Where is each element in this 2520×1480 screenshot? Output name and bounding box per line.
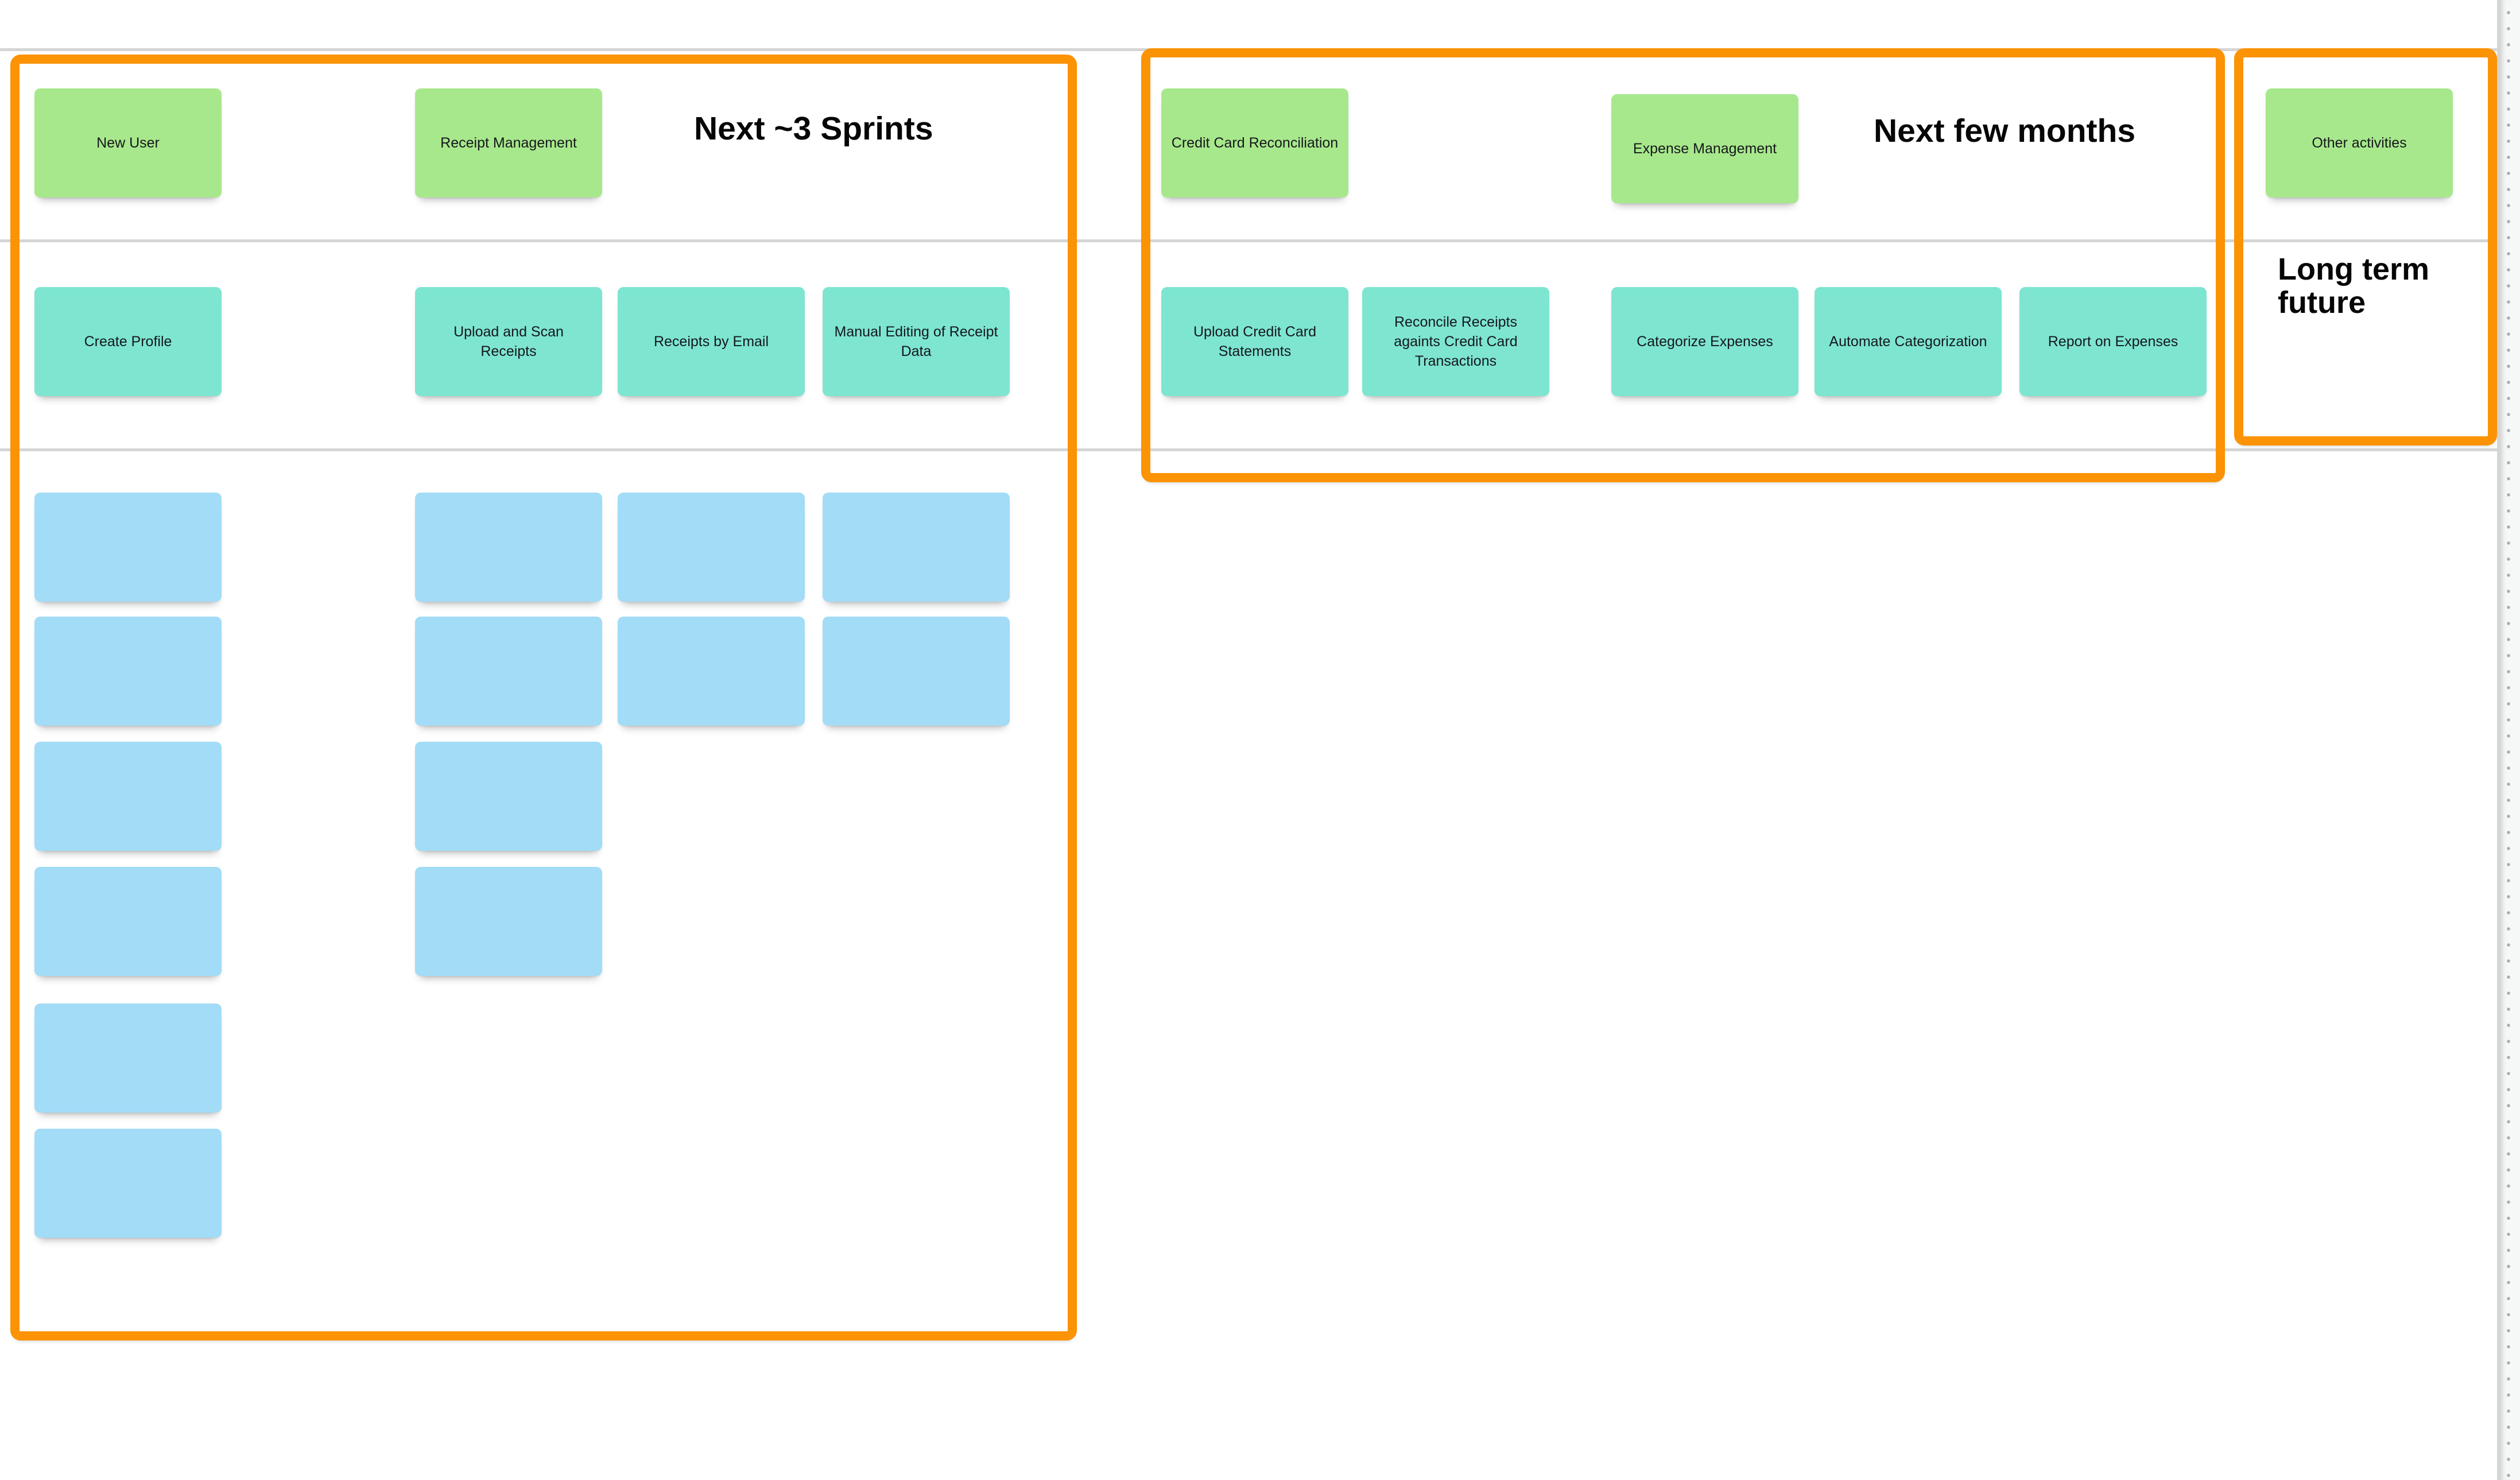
sticky-note-blank[interactable]	[415, 742, 602, 851]
sticky-note-text: Reconcile Receipts	[1394, 314, 1517, 330]
sticky-note-text: Receipt Management	[440, 135, 577, 151]
sticky-note-blank[interactable]	[618, 617, 805, 726]
sticky-note-text: Upload and Scan	[453, 324, 564, 340]
sticky-note-text: Transactions	[1414, 353, 1497, 369]
sticky-note-receipt-management[interactable]: Receipt Management	[415, 88, 602, 197]
sticky-note-text: againts Credit Card	[1394, 334, 1518, 350]
sticky-note-text: Report on Expenses	[2048, 334, 2178, 350]
row-divider-line-middle	[0, 239, 2498, 242]
frame-long-term-future[interactable]	[2234, 48, 2497, 445]
frame-next-few-months[interactable]	[1141, 48, 2225, 482]
frame-edge-line	[2497, 0, 2500, 1480]
sticky-note-blank[interactable]	[618, 493, 805, 602]
sticky-note-text: Expense Management	[1633, 141, 1777, 157]
sticky-note-create-profile[interactable]: Create Profile	[34, 287, 222, 396]
sticky-note-blank[interactable]	[34, 1129, 222, 1238]
sticky-note-other-activities[interactable]: Other activities	[2266, 88, 2453, 197]
sticky-note-categorize-expenses[interactable]: Categorize Expenses	[1611, 287, 1798, 396]
frame-title-next-few-months[interactable]: Next few months	[1874, 113, 2136, 149]
sticky-note-blank[interactable]	[34, 617, 222, 726]
sticky-note-text: Data	[901, 343, 932, 359]
sticky-note-blank[interactable]	[34, 867, 222, 976]
sticky-note-blank[interactable]	[823, 617, 1010, 726]
frame-title-next-3-sprints[interactable]: Next ~3 Sprints	[694, 110, 933, 147]
row-divider-line-bottom	[0, 448, 2498, 451]
sticky-note-text: New User	[96, 135, 160, 151]
sticky-note-text: Other activities	[2312, 135, 2407, 151]
sticky-note-credit-card-reconciliation[interactable]: Credit Card Reconciliation	[1161, 88, 1348, 197]
sticky-note-text: Create Profile	[84, 334, 172, 350]
sticky-note-blank[interactable]	[34, 1004, 222, 1113]
sticky-note-blank[interactable]	[34, 493, 222, 602]
sticky-note-blank[interactable]	[415, 617, 602, 726]
sticky-note-text: Receipts by Email	[653, 334, 769, 350]
sticky-note-automate-categorization[interactable]: Automate Categorization	[1815, 287, 2002, 396]
sticky-note-expense-management[interactable]: Expense Management	[1611, 94, 1798, 203]
sticky-note-receipts-by-email[interactable]: Receipts by Email	[618, 287, 805, 396]
sticky-note-text: Receipts	[480, 343, 537, 359]
sticky-note-text: Statements	[1218, 343, 1292, 359]
sticky-note-new-user[interactable]: New User	[34, 88, 222, 197]
sticky-note-text: Credit Card Reconciliation	[1171, 135, 1339, 151]
sticky-note-blank[interactable]	[415, 867, 602, 976]
sticky-note-blank[interactable]	[34, 742, 222, 851]
sticky-note-blank[interactable]	[823, 493, 1010, 602]
sticky-note-text: Automate Categorization	[1829, 334, 1987, 350]
sticky-note-text: Categorize Expenses	[1637, 334, 1773, 350]
sticky-note-blank[interactable]	[415, 493, 602, 602]
frame-title-long-term-future[interactable]: Long term future	[2278, 252, 2429, 320]
frame-next-3-sprints[interactable]	[10, 55, 1077, 1340]
dot-grid-strip	[2500, 0, 2520, 1480]
sticky-note-text: Upload Credit Card	[1193, 324, 1316, 340]
sticky-note-text: Manual Editing of Receipt	[834, 324, 998, 340]
sticky-note-report-on-expenses[interactable]: Report on Expenses	[2019, 287, 2207, 396]
